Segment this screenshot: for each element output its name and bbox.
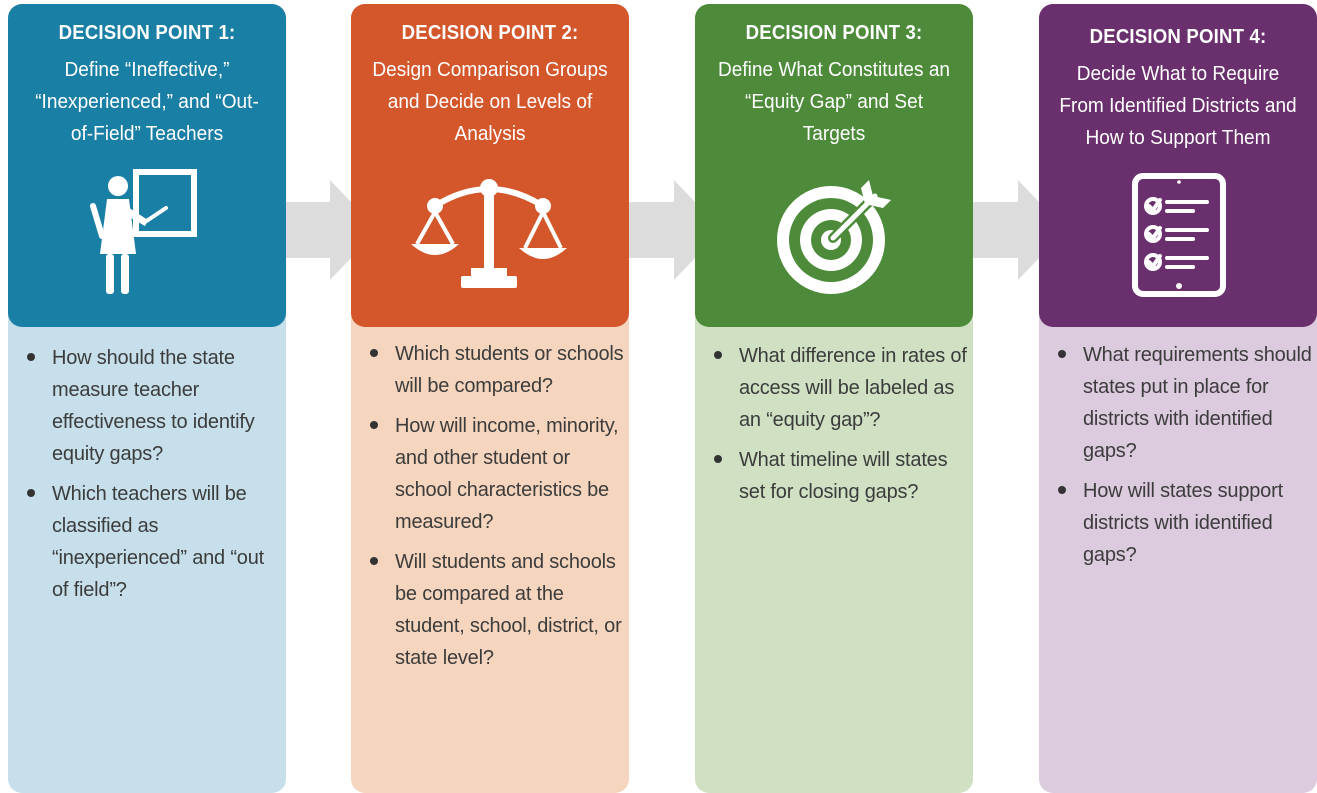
decision-point-1-title: DECISION POINT 1:: [58, 22, 236, 44]
list-item: How will income, minority, and other stu…: [365, 410, 627, 538]
question-text: What timeline will states set for closin…: [739, 449, 948, 503]
decision-point-3: DECISION POINT 3: Define What Constitute…: [695, 4, 973, 793]
bullet-icon: [714, 351, 722, 359]
decision-point-4-question-list: What requirements should states put in p…: [1053, 339, 1315, 579]
decision-point-3-title: DECISION POINT 3:: [745, 22, 923, 44]
balance-scale-icon: [411, 179, 567, 288]
decision-point-1-questions-panel: [8, 304, 286, 793]
list-item: What timeline will states set for closin…: [709, 444, 971, 508]
bullet-icon: [27, 353, 35, 361]
decision-point-1-question-list: How should the state measure teacher eff…: [22, 342, 284, 614]
question-text: Will students and schools be compared at…: [395, 551, 622, 669]
decision-point-1-header: DECISION POINT 1: Define “Ineffective,” …: [8, 4, 286, 327]
decision-point-4-description: Decide What to Require From Identified D…: [1059, 62, 1297, 149]
question-text: How will states support districts with i…: [1083, 480, 1283, 566]
list-item: Will students and schools be compared at…: [365, 546, 627, 674]
decision-point-2-question-list: Which students or schools will be compar…: [365, 338, 627, 682]
bullet-icon: [27, 489, 35, 497]
list-item: What difference in rates of access will …: [709, 340, 971, 436]
bullet-icon: [370, 557, 378, 565]
question-text: What difference in rates of access will …: [739, 345, 967, 431]
decision-point-3-questions-panel: [695, 304, 973, 793]
decision-point-1: DECISION POINT 1: Define “Ineffective,” …: [8, 4, 286, 793]
question-text: Which teachers will be classified as “in…: [52, 483, 264, 601]
list-item: Which teachers will be classified as “in…: [22, 478, 284, 606]
list-item: How will states support districts with i…: [1053, 475, 1315, 571]
decision-point-4: DECISION POINT 4: Decide What to Require…: [1039, 4, 1317, 793]
bullet-icon: [1058, 350, 1066, 358]
decision-point-4-questions-panel: [1039, 304, 1317, 793]
decision-point-1-description: Define “Ineffective,” “Inexperienced,” a…: [35, 58, 259, 145]
target-arrow-icon: [777, 180, 891, 294]
question-text: How should the state measure teacher eff…: [52, 347, 255, 465]
decision-point-4-header: DECISION POINT 4: Decide What to Require…: [1039, 4, 1317, 327]
checklist-tablet-icon: [1132, 173, 1226, 297]
decision-point-2-title: DECISION POINT 2:: [401, 22, 579, 44]
question-text: Which students or schools will be compar…: [395, 343, 624, 397]
bullet-icon: [714, 455, 722, 463]
decision-point-3-question-list: What difference in rates of access will …: [709, 340, 971, 516]
bullet-icon: [1058, 486, 1066, 494]
question-text: How will income, minority, and other stu…: [395, 415, 619, 533]
list-item: What requirements should states put in p…: [1053, 339, 1315, 467]
decision-point-2-header: DECISION POINT 2: Design Comparison Grou…: [351, 4, 629, 327]
decision-point-3-header: DECISION POINT 3: Define What Constitute…: [695, 4, 973, 327]
question-text: What requirements should states put in p…: [1083, 344, 1312, 462]
list-item: Which students or schools will be compar…: [365, 338, 627, 402]
list-item: How should the state measure teacher eff…: [22, 342, 284, 470]
bullet-icon: [370, 421, 378, 429]
teacher-at-board-icon: [90, 169, 197, 294]
decision-point-4-title: DECISION POINT 4:: [1089, 26, 1267, 48]
bullet-icon: [370, 349, 378, 357]
decision-point-2-description: Design Comparison Groups and Decide on L…: [372, 58, 608, 145]
decision-point-2-questions-panel: [351, 304, 629, 793]
decision-point-3-description: Define What Constitutes an “Equity Gap” …: [717, 58, 951, 145]
decision-point-2: DECISION POINT 2: Design Comparison Grou…: [351, 4, 629, 793]
